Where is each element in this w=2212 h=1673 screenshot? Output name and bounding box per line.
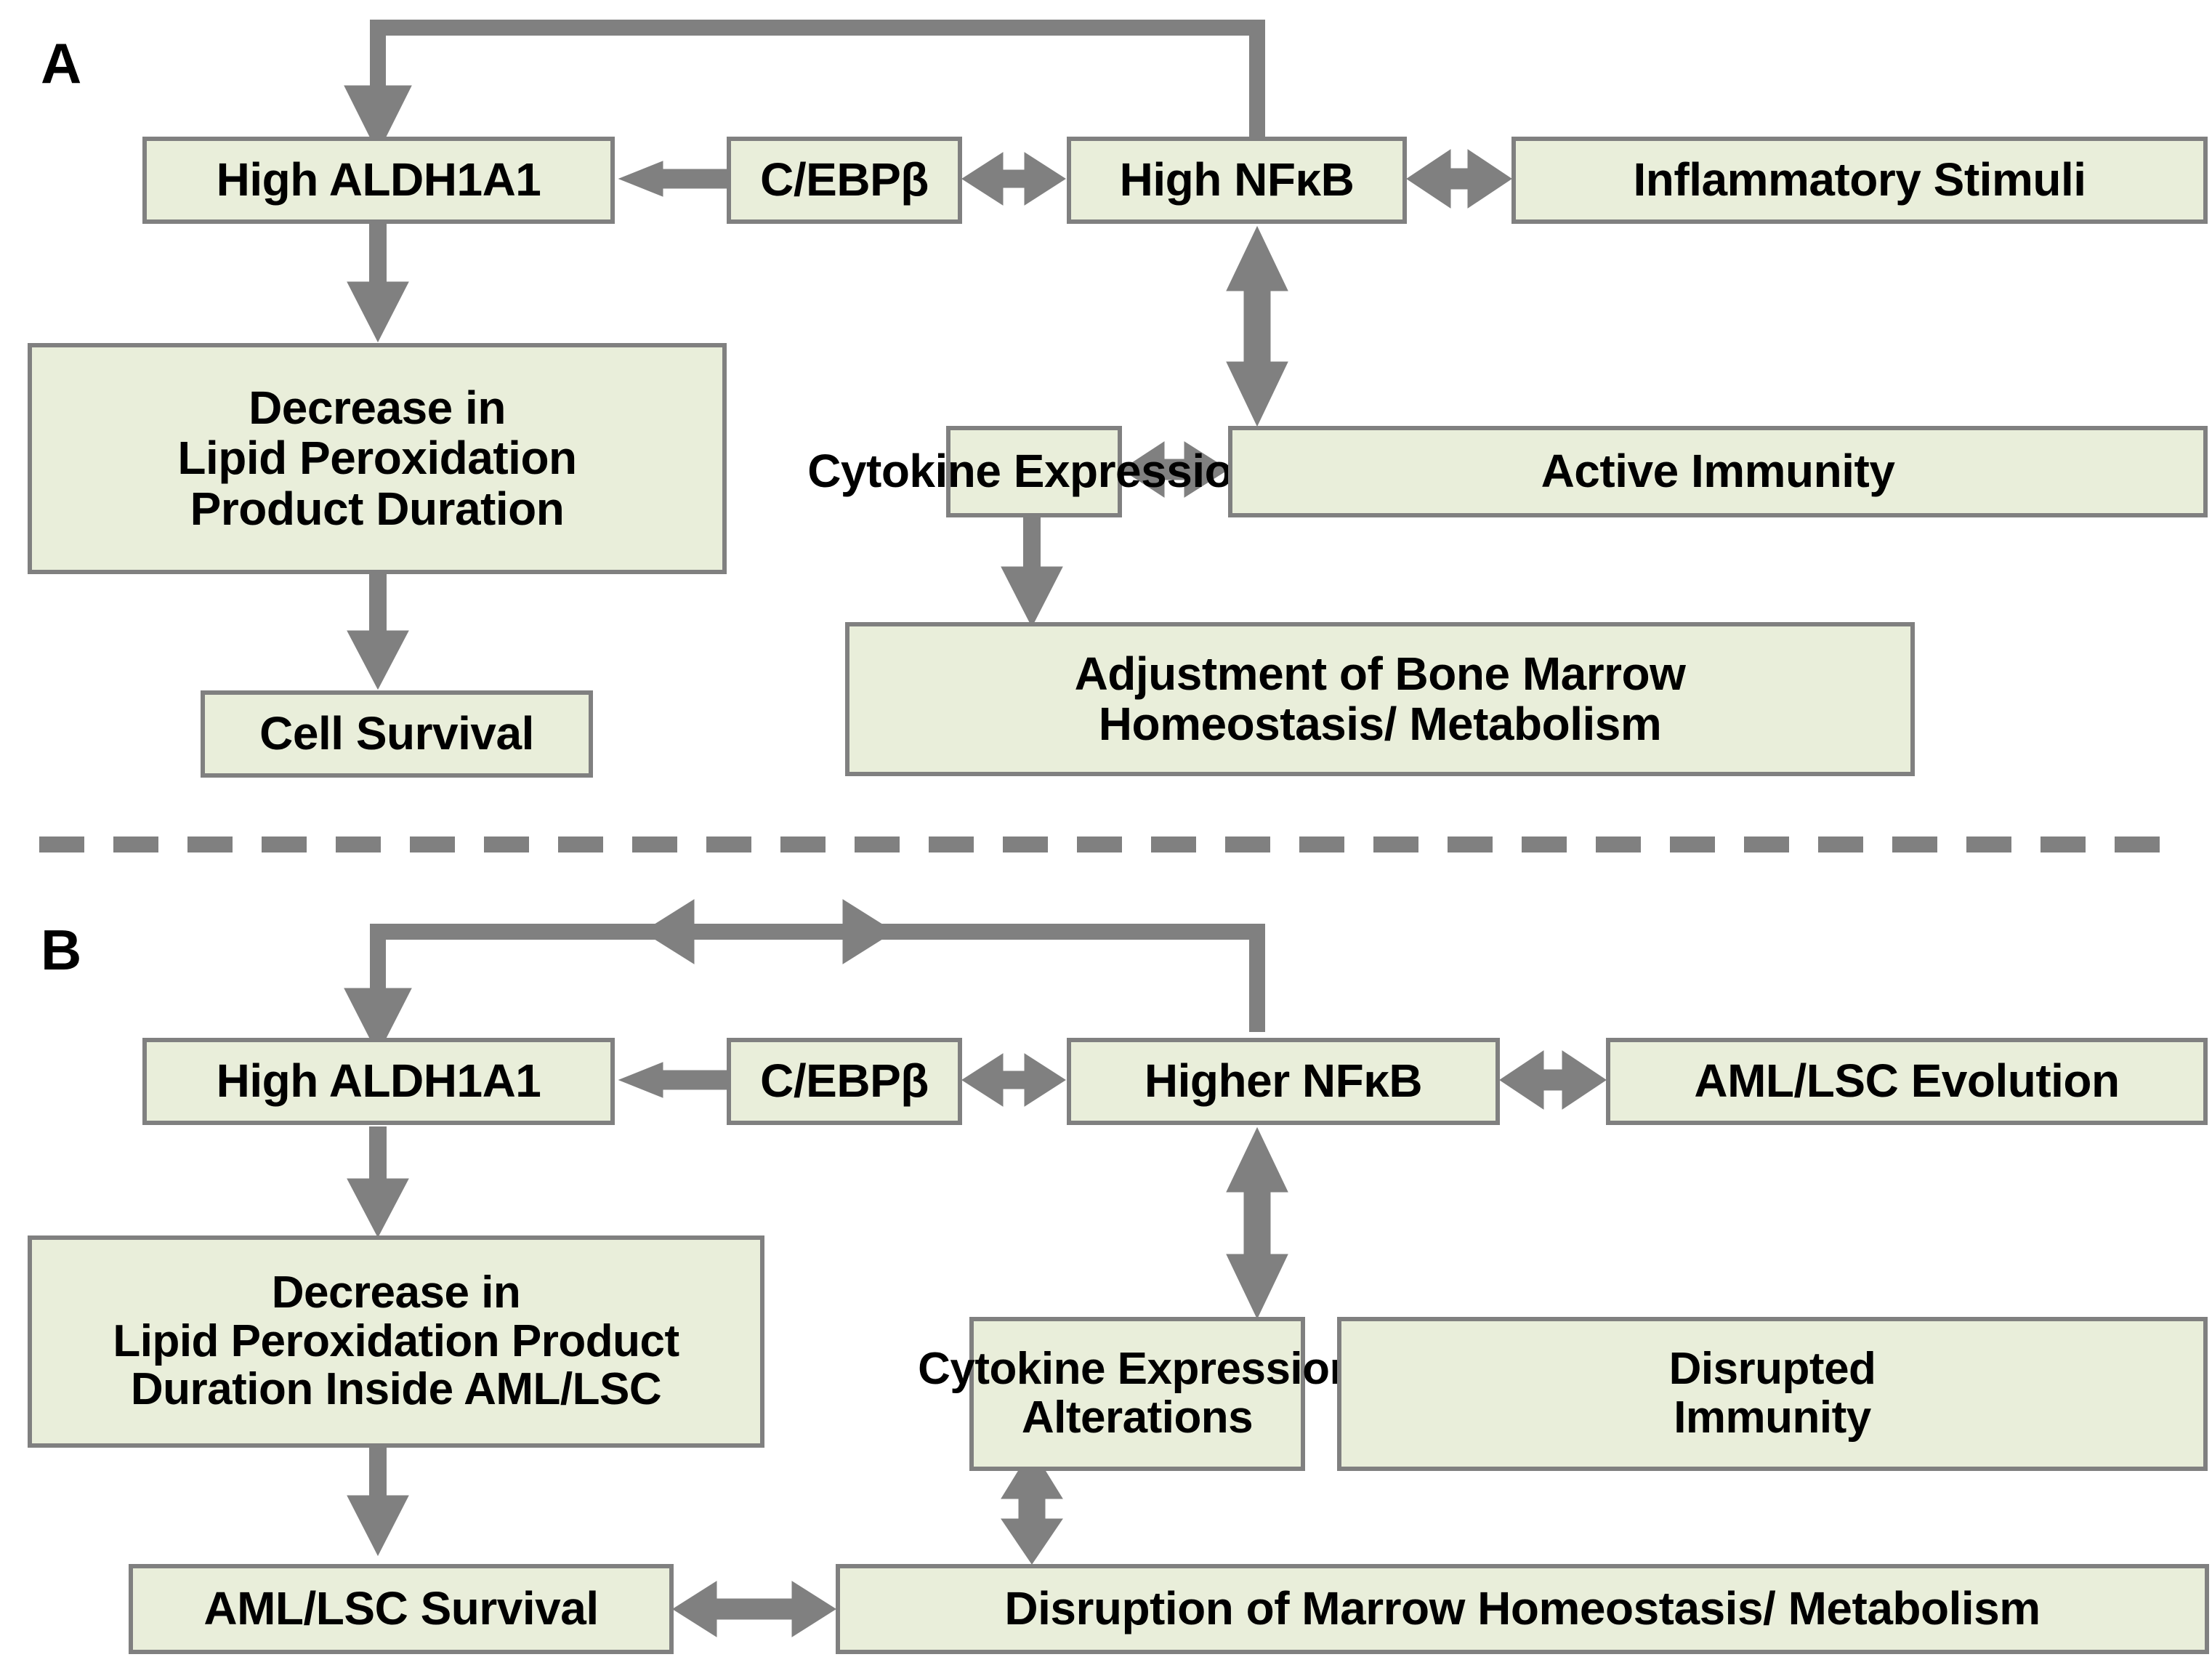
panel-label-a: A (41, 31, 82, 95)
node-b-disrupted-immunity[interactable]: Disrupted Immunity (1337, 1317, 2208, 1471)
node-a-cell-survival[interactable]: Cell Survival (201, 690, 593, 778)
node-a-inflammatory-stimuli[interactable]: Inflammatory Stimuli (1511, 137, 2208, 224)
edge-a-aldh-to-decrease (347, 224, 409, 343)
edge-b-nfkb-to-aml (1499, 1050, 1607, 1110)
edge-b-nfkb-to-aldh (344, 899, 1265, 1055)
node-b-high-aldh1a1[interactable]: High ALDH1A1 (142, 1038, 615, 1125)
edge-a-nfkb-to-inflam (1406, 149, 1512, 209)
node-a-active-immunity[interactable]: Active Immunity (1228, 426, 2208, 517)
node-b-decrease-lipid-peroxidation-aml[interactable]: Decrease in Lipid Peroxidation Product D… (28, 1235, 764, 1448)
node-b-higher-nfkb[interactable]: Higher NFκB (1067, 1038, 1500, 1125)
edge-b-nfkb-to-cytokine (1226, 1126, 1288, 1320)
node-a-cytokine-expression[interactable]: Cytokine Expression (807, 426, 1261, 517)
node-a-high-aldh1a1[interactable]: High ALDH1A1 (142, 137, 615, 224)
edge-b-decrease-to-survival (347, 1446, 409, 1557)
node-a-adjustment-bone-marrow[interactable]: Adjustment of Bone Marrow Homeostasis/ M… (845, 622, 1915, 776)
edge-b-cebp-to-nfkb (961, 1053, 1066, 1107)
node-b-cytokine-expression-alterations[interactable]: Cytokine Expression Alterations (918, 1317, 1357, 1471)
node-b-aml-lsc-survival[interactable]: AML/LSC Survival (129, 1564, 674, 1654)
node-b-aml-lsc-evolution[interactable]: AML/LSC Evolution (1606, 1038, 2208, 1125)
edge-a-cebp-to-nfkb (961, 152, 1066, 206)
node-a-high-nfkb[interactable]: High NFκB (1067, 137, 1407, 224)
panel-label-b: B (41, 918, 82, 982)
node-b-cebp-beta[interactable]: C/EBPβ (727, 1038, 962, 1125)
edge-a-cytokine-to-adjust (1001, 517, 1063, 628)
edge-b-survival-to-disrupt (672, 1581, 836, 1637)
node-b-disruption-marrow-homeostasis[interactable]: Disruption of Marrow Homeostasis/ Metabo… (836, 1564, 2209, 1654)
edge-a-cebp-to-aldh (618, 161, 727, 197)
edge-a-nfkb-to-aldh (344, 20, 1265, 154)
node-a-decrease-lipid-peroxidation[interactable]: Decrease in Lipid Peroxidation Product D… (28, 343, 727, 574)
edge-a-nfkb-to-cytokine (1226, 225, 1288, 427)
edge-b-aldh-to-decrease (347, 1126, 409, 1238)
edge-b-cebp-to-aldh (618, 1062, 727, 1098)
edge-a-decrease-to-survival (347, 574, 409, 690)
node-a-cebp-beta[interactable]: C/EBPβ (727, 137, 962, 224)
